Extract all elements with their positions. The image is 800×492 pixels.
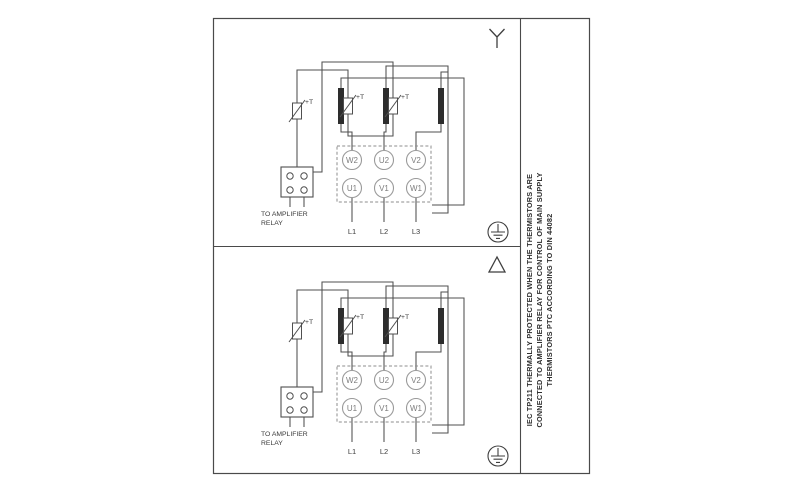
- supply-label: L3: [412, 227, 420, 236]
- panel-star: +T +T +T W2 U2 V2 U1 V1 W1 L1 L2 L3 TO A…: [261, 28, 509, 243]
- thermistor-label: +T: [305, 99, 313, 106]
- wiring: [289, 61, 465, 222]
- winding-bar: [338, 88, 344, 124]
- supply-label: L1: [348, 447, 356, 456]
- supply-label: L2: [380, 447, 388, 456]
- earth-circle: [487, 445, 509, 467]
- panel-delta: +T +T +T W2 U2 V2 U1 V1 W1 L1 L2 L3 TO A…: [261, 255, 509, 467]
- relay-pin: [286, 172, 294, 180]
- star-icon: [489, 28, 505, 48]
- thermistor-label: +T: [401, 94, 409, 101]
- terminal-label: U2: [379, 156, 390, 165]
- supply-label: L3: [412, 447, 420, 456]
- terminal-w1: [405, 397, 427, 419]
- supply-label: L2: [380, 227, 388, 236]
- terminal-label: V2: [411, 156, 421, 165]
- terminal-u2: [373, 369, 395, 391]
- earth-ground-icon: [487, 221, 509, 243]
- winding-bar: [383, 88, 389, 124]
- side-note-line-1: IEC TP211 THERMALLY PROTECTED WHEN THE T…: [525, 174, 534, 426]
- terminal-v1: [373, 397, 395, 419]
- side-note: IEC TP211 THERMALLY PROTECTED WHEN THE T…: [525, 172, 554, 427]
- terminal-u1: [341, 177, 363, 199]
- earth-ground-icon: [487, 445, 509, 467]
- supply-label: L1: [348, 227, 356, 236]
- terminal-label: W2: [346, 156, 359, 165]
- relay-label: RELAY: [261, 440, 283, 447]
- thermistor-strike: [288, 314, 402, 343]
- terminal-label: U1: [347, 404, 358, 413]
- thermistor-label: +T: [356, 314, 364, 321]
- relay-label: TO AMPLIFIER: [261, 431, 308, 438]
- relay-pin: [286, 406, 294, 414]
- terminal-label: W2: [346, 376, 359, 385]
- terminal-w2: [341, 369, 363, 391]
- terminal-w2: [341, 149, 363, 171]
- thermistor-label: +T: [401, 314, 409, 321]
- relay-pin: [300, 406, 308, 414]
- relay-pin: [300, 392, 308, 400]
- terminal-label: V1: [379, 404, 389, 413]
- winding-bar: [338, 308, 344, 344]
- relay-pin: [300, 186, 308, 194]
- terminal-label: W1: [410, 184, 423, 193]
- thermistor-label: +T: [305, 319, 313, 326]
- side-note-line-2: CONNECTED TO AMPLIFIER RELAY FOR CONTROL…: [535, 172, 544, 427]
- wiring: [289, 281, 465, 442]
- terminal-w1: [405, 177, 427, 199]
- terminal-board: [336, 365, 432, 423]
- delta-icon: [487, 255, 507, 273]
- earth-circle: [487, 221, 509, 243]
- relay-pin: [286, 186, 294, 194]
- relay-label: RELAY: [261, 220, 283, 227]
- terminal-u1: [341, 397, 363, 419]
- relay-pin: [286, 392, 294, 400]
- terminal-label: W1: [410, 404, 423, 413]
- thermistor-strike: [288, 94, 402, 123]
- earth-marks: [491, 224, 505, 239]
- relay-connector: [280, 386, 314, 418]
- frame: [212, 17, 591, 475]
- earth-marks: [491, 448, 505, 463]
- relay-pin: [300, 172, 308, 180]
- thermistor-label: +T: [356, 94, 364, 101]
- winding-bar: [438, 88, 444, 124]
- terminal-v2: [405, 149, 427, 171]
- relay-connector: [280, 166, 314, 198]
- terminal-u2: [373, 149, 395, 171]
- terminal-v1: [373, 177, 395, 199]
- terminal-v2: [405, 369, 427, 391]
- terminal-label: V2: [411, 376, 421, 385]
- terminal-board: [336, 145, 432, 203]
- winding-bar: [383, 308, 389, 344]
- terminal-label: V1: [379, 184, 389, 193]
- relay-label: TO AMPLIFIER: [261, 211, 308, 218]
- winding-bar: [438, 308, 444, 344]
- side-note-line-3: THERMISTORS PTC ACCORDING TO DIN 44082: [545, 214, 554, 387]
- terminal-label: U2: [379, 376, 390, 385]
- terminal-label: U1: [347, 184, 358, 193]
